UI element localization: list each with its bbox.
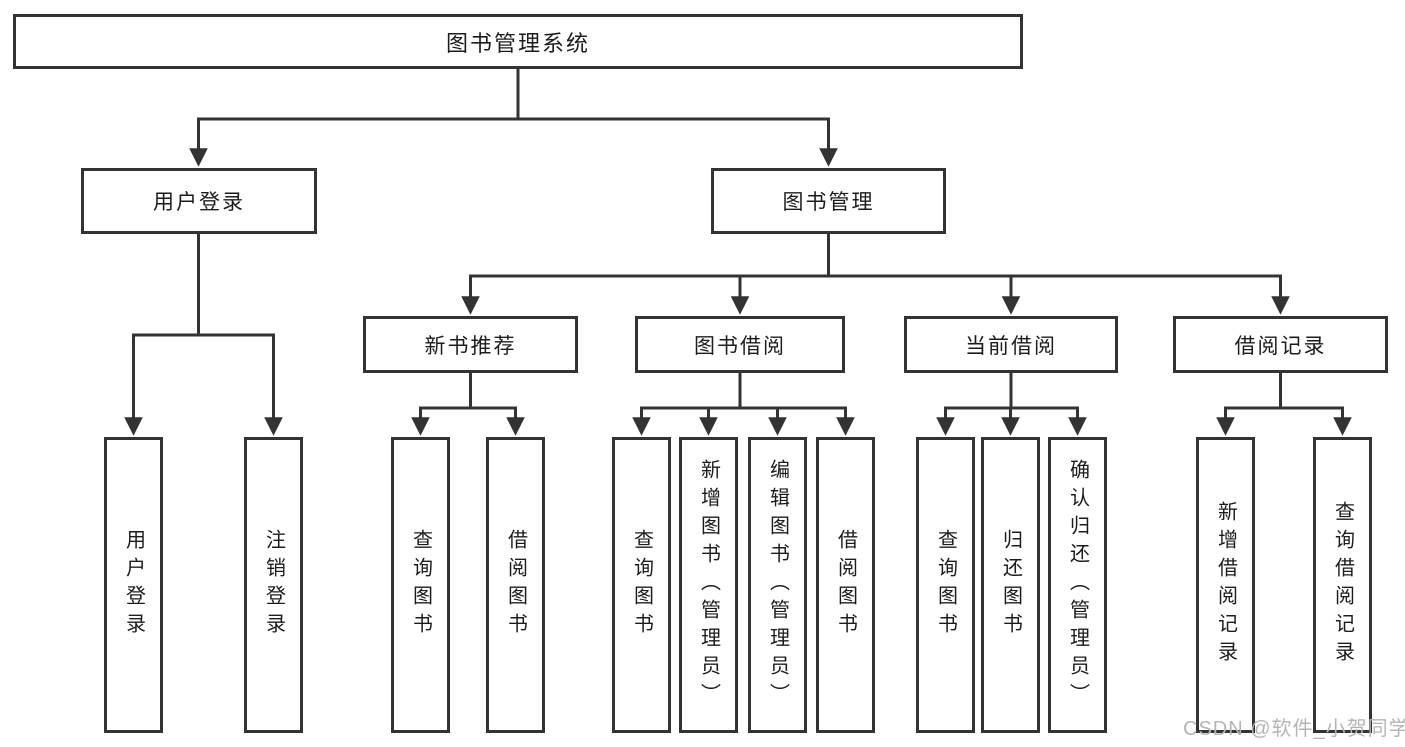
node-user-login: 用户登录	[81, 168, 317, 234]
leaf-confirm-return-admin: 确认归还（管理员）	[1048, 437, 1107, 733]
leaf-query-books-recommend: 查询图书	[391, 437, 450, 733]
node-book-management: 图书管理	[711, 168, 946, 234]
leaf-query-books-current: 查询图书	[916, 437, 975, 733]
leaf-query-borrowing-record: 查询借阅记录	[1313, 437, 1372, 733]
leaf-query-books-borrowing: 查询图书	[612, 437, 671, 733]
node-current-borrowing: 当前借阅	[904, 316, 1118, 373]
node-library-management-system: 图书管理系统	[13, 14, 1023, 69]
leaf-logout: 注销登录	[244, 437, 303, 733]
node-new-book-recommendation: 新书推荐	[363, 316, 578, 373]
node-borrowing-records: 借阅记录	[1173, 316, 1388, 373]
csdn-watermark: CSDN @软件_小贺同学	[1183, 718, 1405, 740]
leaf-add-books-admin: 新增图书（管理员）	[679, 437, 738, 733]
leaf-edit-books-admin: 编辑图书（管理员）	[748, 437, 807, 733]
leaf-borrow-books-recommend: 借阅图书	[486, 437, 545, 733]
leaf-user-login: 用户登录	[104, 437, 163, 733]
leaf-add-borrowing-record: 新增借阅记录	[1196, 437, 1255, 733]
leaf-return-books: 归还图书	[981, 437, 1040, 733]
leaf-borrow-books-borrowing: 借阅图书	[816, 437, 875, 733]
node-book-borrowing: 图书借阅	[635, 316, 845, 373]
